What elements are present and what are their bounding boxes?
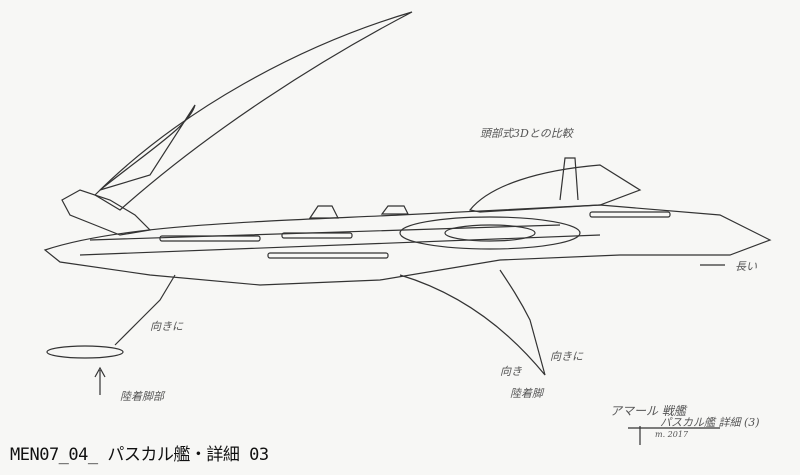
title-block-line2: パスカル艦 詳細 (3) <box>660 416 760 429</box>
arrow-up <box>94 366 106 395</box>
bow-head <box>61 189 152 236</box>
note-comparison: 頭部式3Dとの比較 <box>480 127 573 140</box>
landing-leg-left <box>114 274 176 346</box>
keel-fin <box>399 269 546 376</box>
main-hull <box>43 204 772 286</box>
note-long: 長い <box>735 260 757 273</box>
title-block-signature: m. 2017 <box>655 430 689 439</box>
bridge-mast <box>559 157 579 201</box>
antenna-inner <box>99 104 196 191</box>
image-caption: MEN07_04_ パスカル艦・詳細 03 <box>10 445 269 465</box>
note-landing-leg-left: 陸着脚部 <box>120 390 164 403</box>
note-direction-mid: 向き <box>500 365 522 378</box>
vent-row <box>267 252 389 259</box>
vent-row <box>589 211 671 218</box>
turret <box>308 205 339 219</box>
title-block-line1: アマール 戦艦 <box>610 404 686 418</box>
vent-row <box>281 232 353 239</box>
note-landing-leg-right: 陸着脚 <box>510 387 543 400</box>
turret <box>380 205 409 215</box>
antenna-blade <box>94 11 413 211</box>
bridge-tower <box>468 164 642 213</box>
landing-pad <box>46 345 124 359</box>
hull-dish-inner <box>444 224 536 242</box>
note-direction-left: 向きに <box>150 320 183 333</box>
note-direction-right: 向きに <box>550 350 583 363</box>
hull-dish <box>399 216 581 250</box>
vent-row <box>159 235 261 242</box>
title-block-rule <box>628 426 720 445</box>
